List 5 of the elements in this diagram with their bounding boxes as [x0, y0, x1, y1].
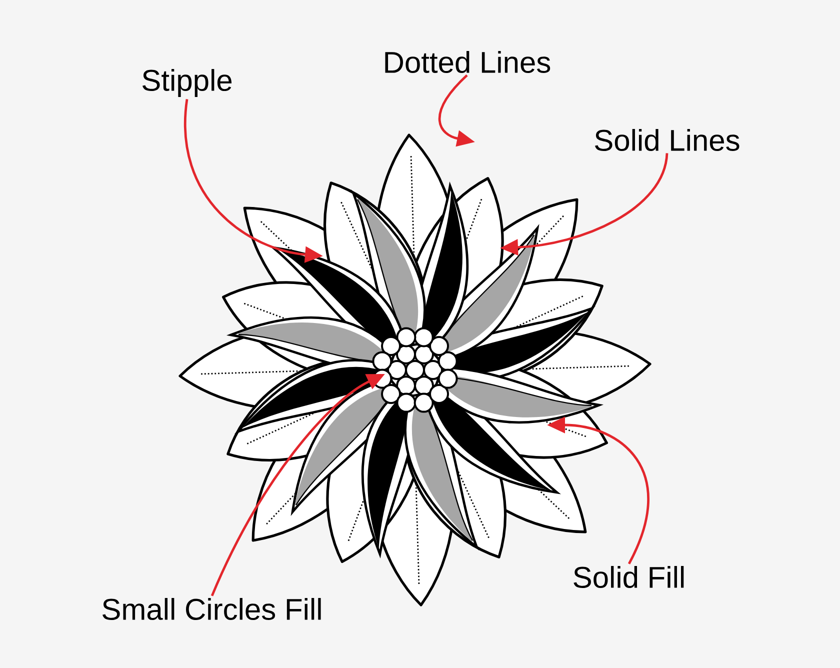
part-label: Solid Fill — [574, 566, 684, 588]
part-label: Small Circles Fill — [102, 598, 321, 620]
part-label: Solid Lines — [595, 128, 740, 152]
part-label: Stipple — [142, 69, 232, 97]
part-label: Dotted Lines — [385, 50, 550, 74]
